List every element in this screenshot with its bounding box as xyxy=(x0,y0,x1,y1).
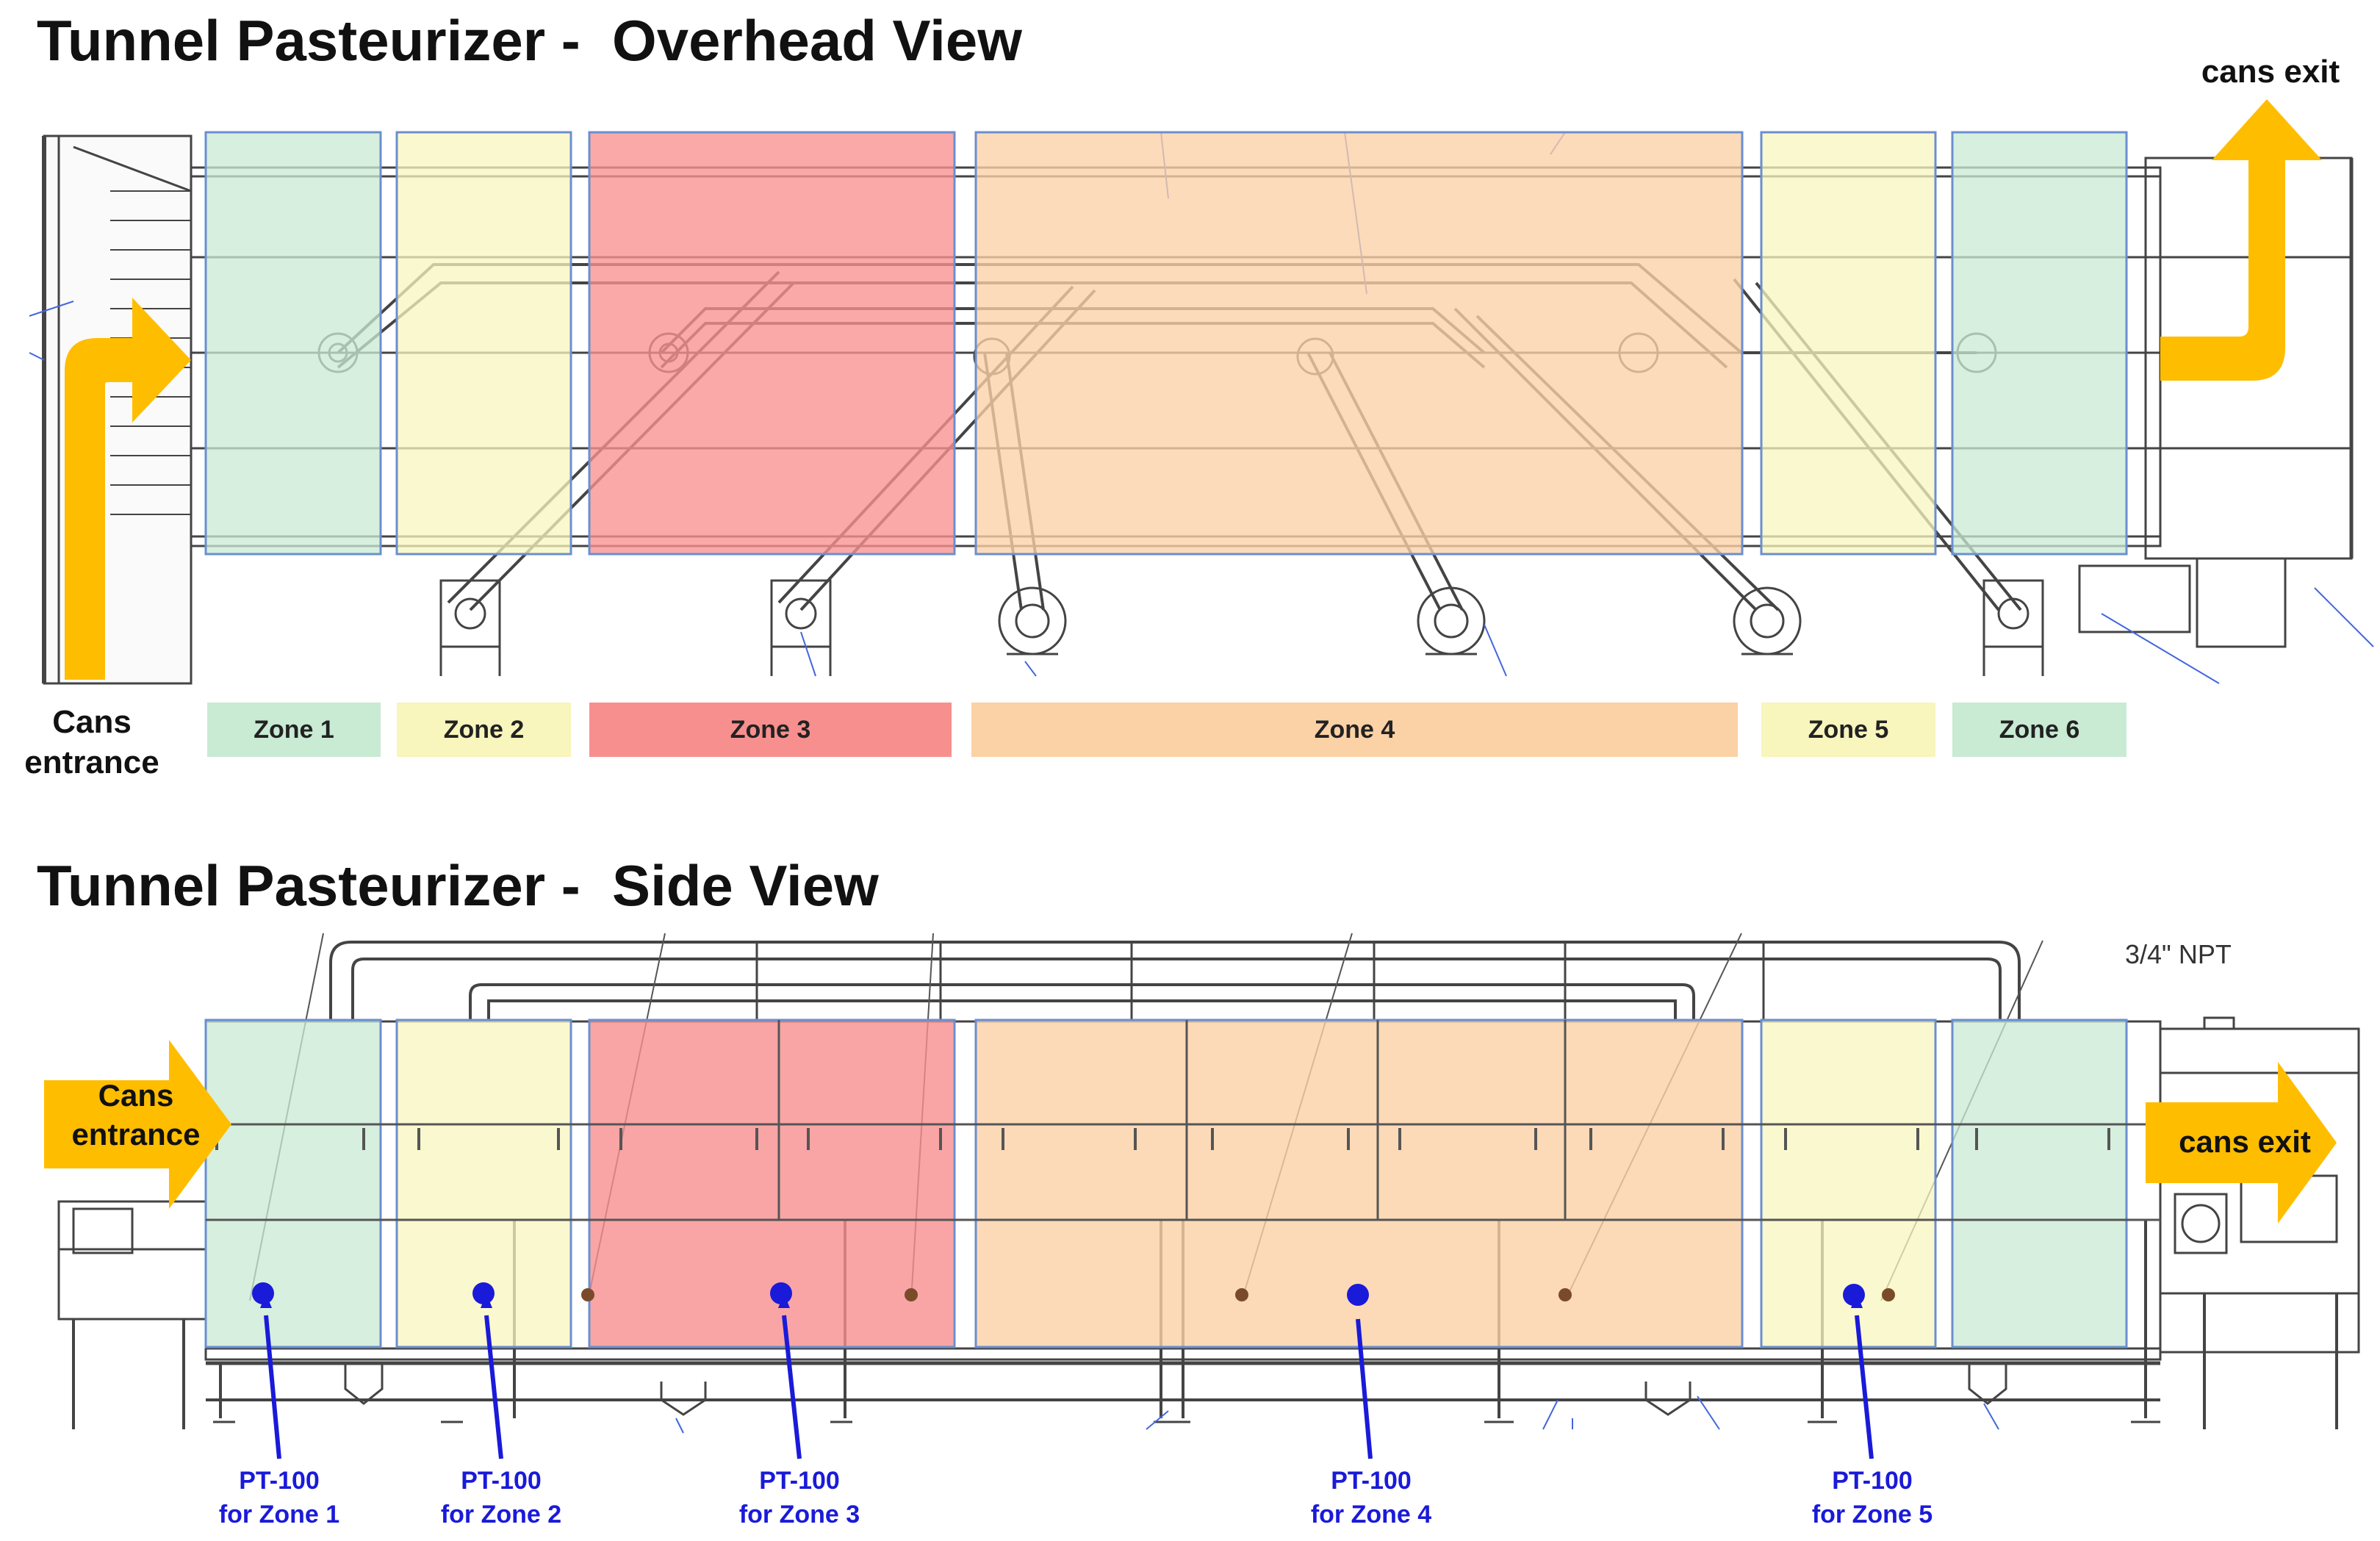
side-zone-1-area xyxy=(204,1019,382,1348)
sensor-zone-2-zone: for Zone 2 xyxy=(440,1500,562,1529)
sensor-zone-1-type: PT-100 xyxy=(239,1467,320,1495)
sensor-zone-4-label: PT-100 for Zone 4 xyxy=(1276,1465,1467,1532)
sensor-zone-5-zone: for Zone 5 xyxy=(1811,1500,1933,1529)
zone-1-bar xyxy=(207,703,381,757)
sensor-zone-3-zone: for Zone 3 xyxy=(738,1500,860,1529)
overhead-zone-5-area xyxy=(1760,131,1937,556)
sensor-zone-4-zone: for Zone 4 xyxy=(1310,1500,1432,1529)
overhead-zone-3-area xyxy=(588,131,956,556)
sensor-zone-4-dot xyxy=(1347,1284,1369,1306)
sensor-zone-1-dot xyxy=(252,1282,274,1304)
zone-6-bar xyxy=(1952,703,2126,757)
zone-5-label: Zone 5 xyxy=(1808,715,1889,744)
overhead-entrance-arrow xyxy=(65,298,191,680)
overhead-entrance-label: Cans entrance xyxy=(24,704,159,780)
sensor-zone-2-type: PT-100 xyxy=(461,1467,542,1495)
overhead-exit-label: cans exit xyxy=(2201,54,2340,90)
side-exit-label: cans exit xyxy=(2179,1124,2311,1159)
overhead-zone-1-area xyxy=(204,131,382,556)
overhead-exit-arrow xyxy=(2160,99,2322,381)
zone-3-label: Zone 3 xyxy=(730,715,811,744)
sensor-zone-1-zone: for Zone 1 xyxy=(218,1500,340,1529)
side-exit-arrow xyxy=(2146,1062,2337,1224)
side-view-title: Tunnel Pasteurizer - Side View xyxy=(37,853,879,918)
sensor-zone-5-label: PT-100 for Zone 5 xyxy=(1777,1465,1968,1532)
overhead-zone-4-area xyxy=(974,131,1744,556)
sensor-zone-4-type: PT-100 xyxy=(1331,1467,1412,1495)
side-zone-overlays xyxy=(204,1019,2128,1348)
side-zone-6-area xyxy=(1951,1019,2128,1348)
sensor-zone-2-label: PT-100 for Zone 2 xyxy=(406,1465,597,1532)
sensor-zone-3-dot xyxy=(770,1282,792,1304)
side-entrance-arrow xyxy=(44,1040,231,1209)
sensor-zone-1-label: PT-100 for Zone 1 xyxy=(184,1465,375,1532)
sensor-zone-3-type: PT-100 xyxy=(759,1467,840,1495)
zone-4-label: Zone 4 xyxy=(1314,715,1395,744)
zone-3-bar xyxy=(589,703,952,757)
zone-2-bar xyxy=(397,703,571,757)
overhead-zone-overlays xyxy=(204,131,2128,556)
sensor-zone-5-type: PT-100 xyxy=(1832,1467,1913,1495)
sensor-markers xyxy=(252,1282,1874,1459)
zone-5-bar xyxy=(1761,703,1935,757)
overhead-zone-label-bars xyxy=(207,703,2126,757)
overhead-view-title: Tunnel Pasteurizer - Overhead View xyxy=(37,8,1022,73)
sensor-zone-2-dot xyxy=(472,1282,495,1304)
overhead-zone-2-area xyxy=(395,131,572,556)
side-overlay-details xyxy=(206,1020,2160,1301)
zone-4-bar xyxy=(971,703,1738,757)
zone-6-label: Zone 6 xyxy=(1999,715,2080,744)
zone-1-label: Zone 1 xyxy=(254,715,334,744)
npt-label: 3/4" NPT xyxy=(2125,939,2232,969)
overhead-zone-6-area xyxy=(1951,131,2128,556)
zone-2-label: Zone 2 xyxy=(443,715,525,744)
side-entrance-label: Cans entrance xyxy=(71,1078,201,1152)
sensor-zone-3-label: PT-100 for Zone 3 xyxy=(704,1465,895,1532)
